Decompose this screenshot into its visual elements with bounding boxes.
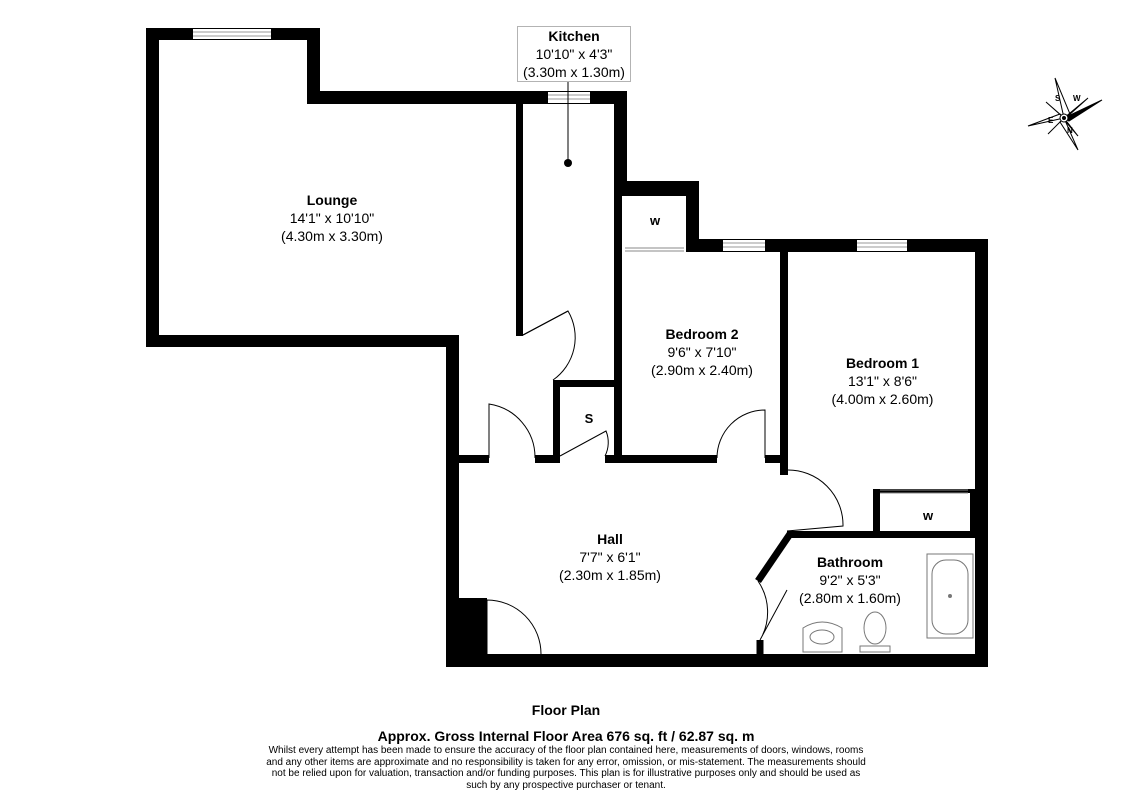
compass-e: E: [1048, 116, 1054, 125]
room-label-hall: Hall 7'7" x 6'1" (2.30m x 1.85m): [530, 530, 690, 584]
room-imperial: 9'6" x 7'10": [667, 344, 737, 360]
wardrobe-label-bottom: w: [922, 508, 934, 523]
interior-walls: [446, 102, 976, 667]
room-imperial: 10'10" x 4'3": [535, 46, 613, 62]
room-imperial: 7'7" x 6'1": [579, 549, 641, 565]
doors: [486, 310, 844, 655]
toilet-bowl: [863, 611, 887, 645]
wardrobe-top-wall: [873, 489, 976, 493]
compass-rose-icon: [1027, 77, 1103, 151]
compass-s: S: [1055, 94, 1061, 103]
room-metric: (4.00m x 2.60m): [831, 391, 934, 407]
toilet-cistern: [859, 645, 891, 653]
kitchen-pointer: [564, 80, 572, 167]
room-label-lounge: Lounge 14'1" x 10'10" (4.30m x 3.30m): [252, 191, 412, 245]
compass-letters: S W E N: [1048, 94, 1081, 135]
disclaimer: Whilst every attempt has been made to en…: [266, 745, 866, 791]
room-label-bedroom-2: Bedroom 2 9'6" x 7'10" (2.90m x 2.40m): [622, 325, 782, 379]
sink: [802, 621, 843, 653]
room-name: Bathroom: [816, 554, 884, 570]
plan-title: Floor Plan: [531, 702, 601, 718]
room-name: Lounge: [306, 192, 358, 208]
wardrobe-label-top: w: [649, 213, 661, 228]
bathroom-wall-angled: [755, 532, 793, 660]
room-imperial: 9'2" x 5'3": [819, 572, 881, 588]
room-name: Bedroom 1: [845, 355, 920, 371]
compass-n: N: [1067, 126, 1073, 135]
kitchen-label-box: [517, 26, 631, 82]
room-label-kitchen: Kitchen 10'10" x 4'3" (3.30m x 1.30m): [517, 27, 631, 81]
room-label-bedroom-1: Bedroom 1 13'1" x 8'6" (4.00m x 2.60m): [800, 354, 965, 408]
room-name: Kitchen: [548, 28, 600, 44]
room-metric: (2.80m x 1.60m): [799, 590, 901, 606]
bathtub: [926, 553, 974, 639]
room-metric: (2.90m x 2.40m): [651, 362, 753, 378]
wardrobe-doors: [625, 247, 968, 494]
compass-w: W: [1073, 94, 1081, 103]
floor-area: Approx. Gross Internal Floor Area 676 sq…: [377, 728, 755, 744]
bathroom-fixtures: [802, 553, 974, 653]
room-metric: (4.30m x 3.30m): [281, 228, 383, 244]
store-label: S: [584, 411, 594, 426]
bathtub-basin: [931, 559, 969, 635]
room-name: Bedroom 2: [665, 326, 739, 342]
room-label-bathroom: Bathroom 9'2" x 5'3" (2.80m x 1.60m): [775, 553, 925, 607]
room-name: Hall: [597, 531, 623, 547]
windows: [193, 29, 907, 251]
room-imperial: 14'1" x 10'10": [289, 210, 375, 226]
room-metric: (3.30m x 1.30m): [523, 64, 625, 80]
room-imperial: 13'1" x 8'6": [848, 373, 917, 389]
room-metric: (2.30m x 1.85m): [559, 567, 661, 583]
